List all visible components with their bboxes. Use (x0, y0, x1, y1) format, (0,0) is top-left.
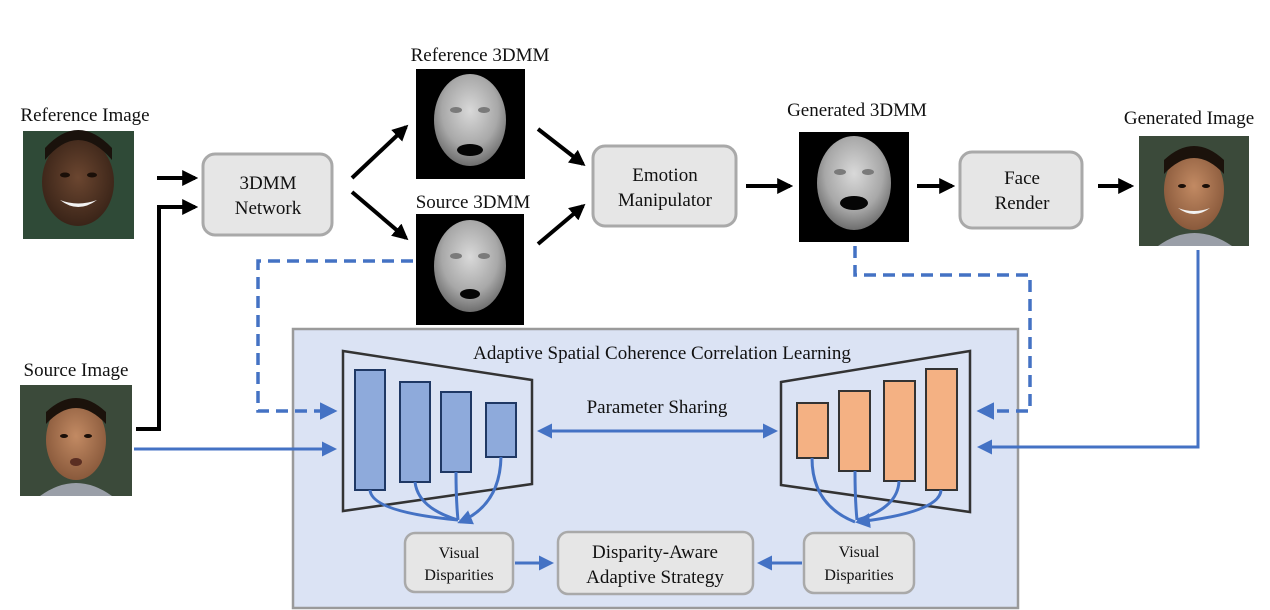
right-encoder-bar-3 (883, 380, 916, 482)
source-image-photo (20, 385, 132, 496)
right-encoder-bar-4 (925, 368, 958, 491)
source-3dmm-label: Source 3DMM (416, 192, 531, 213)
visual-disparities-right-box: Visual Disparities (802, 531, 916, 595)
source-image-label: Source Image (24, 360, 129, 381)
disparity-aware-strategy-box: Disparity-Aware Adaptive Strategy (556, 530, 755, 596)
right-encoder (779, 349, 972, 528)
right-encoder-bar-1 (796, 402, 829, 459)
svg-text:Visual: Visual (839, 544, 880, 561)
generated-image-photo (1139, 136, 1249, 246)
svg-text:3DMM: 3DMM (239, 173, 296, 194)
visual-disparities-left-box: Visual Disparities (403, 531, 515, 594)
svg-text:Adaptive Strategy: Adaptive Strategy (586, 567, 724, 588)
left-encoder-bar-1 (354, 369, 386, 491)
parameter-sharing-label: Parameter Sharing (587, 397, 728, 418)
source-3dmm-mesh (416, 214, 524, 325)
reference-image-label: Reference Image (20, 105, 149, 126)
face-render-box: Face Render (958, 150, 1084, 230)
svg-text:Render: Render (995, 193, 1051, 214)
svg-text:Disparity-Aware: Disparity-Aware (592, 542, 718, 563)
left-encoder-bar-2 (399, 381, 431, 483)
blue-flow-arrows: Parameter Sharing (134, 246, 1200, 457)
left-encoder-bar-3 (440, 391, 472, 473)
generated-image-label: Generated Image (1124, 108, 1254, 129)
svg-text:Emotion: Emotion (632, 165, 698, 186)
left-encoder (341, 349, 534, 525)
svg-text:Network: Network (235, 198, 302, 219)
right-encoder-bar-2 (838, 390, 871, 472)
svg-text:Disparities: Disparities (824, 567, 893, 584)
svg-text:Disparities: Disparities (424, 567, 493, 584)
svg-text:Face: Face (1004, 168, 1040, 189)
reference-image-photo (23, 130, 134, 239)
generated-3dmm-mesh (799, 132, 909, 242)
reference-3dmm-label: Reference 3DMM (411, 45, 550, 66)
svg-text:Manipulator: Manipulator (618, 190, 713, 211)
generated-3dmm-label: Generated 3DMM (787, 100, 927, 121)
3dmm-network-box: 3DMM Network (201, 152, 334, 237)
left-encoder-bar-4 (485, 402, 517, 458)
svg-text:Visual: Visual (439, 545, 480, 562)
emotion-manipulator-box: Emotion Manipulator (591, 144, 738, 228)
reference-3dmm-mesh (416, 69, 525, 179)
black-flow-arrows (136, 124, 1135, 431)
learning-panel-title: Adaptive Spatial Coherence Correlation L… (473, 343, 851, 364)
